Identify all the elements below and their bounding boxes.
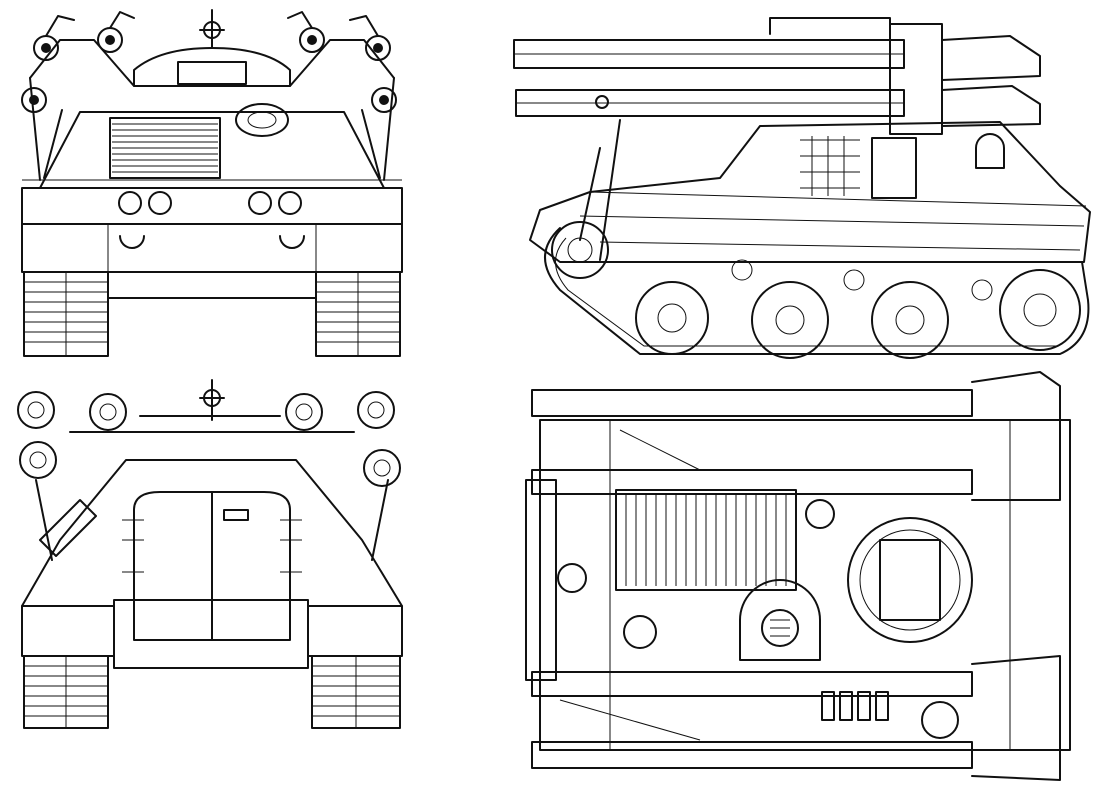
- front-view-hull: [21, 111, 403, 299]
- rear-view-rifle-breeches: [17, 391, 401, 557]
- top-view-barrels: [531, 371, 1061, 781]
- front-view-launcher-frame: [29, 9, 395, 181]
- rear-view-hull: [21, 459, 403, 669]
- front-view-left-track: [23, 271, 109, 357]
- front-view-grille: [109, 103, 289, 179]
- top-view-cupola: [557, 499, 973, 739]
- front-view-rifle-muzzles: [21, 11, 397, 113]
- rear-view-drawing: [17, 379, 403, 729]
- side-view-road-wheels: [551, 221, 1081, 359]
- side-view-track: [544, 227, 1090, 355]
- top-view-stowage: [559, 429, 889, 741]
- top-view-drawing: [525, 371, 1071, 781]
- front-view-right-track: [315, 271, 401, 357]
- rear-view-right-track: [311, 655, 401, 729]
- front-view-drawing: [21, 9, 403, 357]
- top-view-engine-grille: [615, 489, 797, 591]
- side-view-drawing: [513, 17, 1091, 359]
- rear-view-launcher-frame: [35, 379, 389, 561]
- side-view-hull: [529, 119, 1091, 263]
- front-view-headlights: [118, 191, 305, 249]
- rear-view-door: [122, 491, 302, 641]
- rear-view-left-track: [23, 655, 109, 729]
- side-view-barrels: [513, 17, 1041, 135]
